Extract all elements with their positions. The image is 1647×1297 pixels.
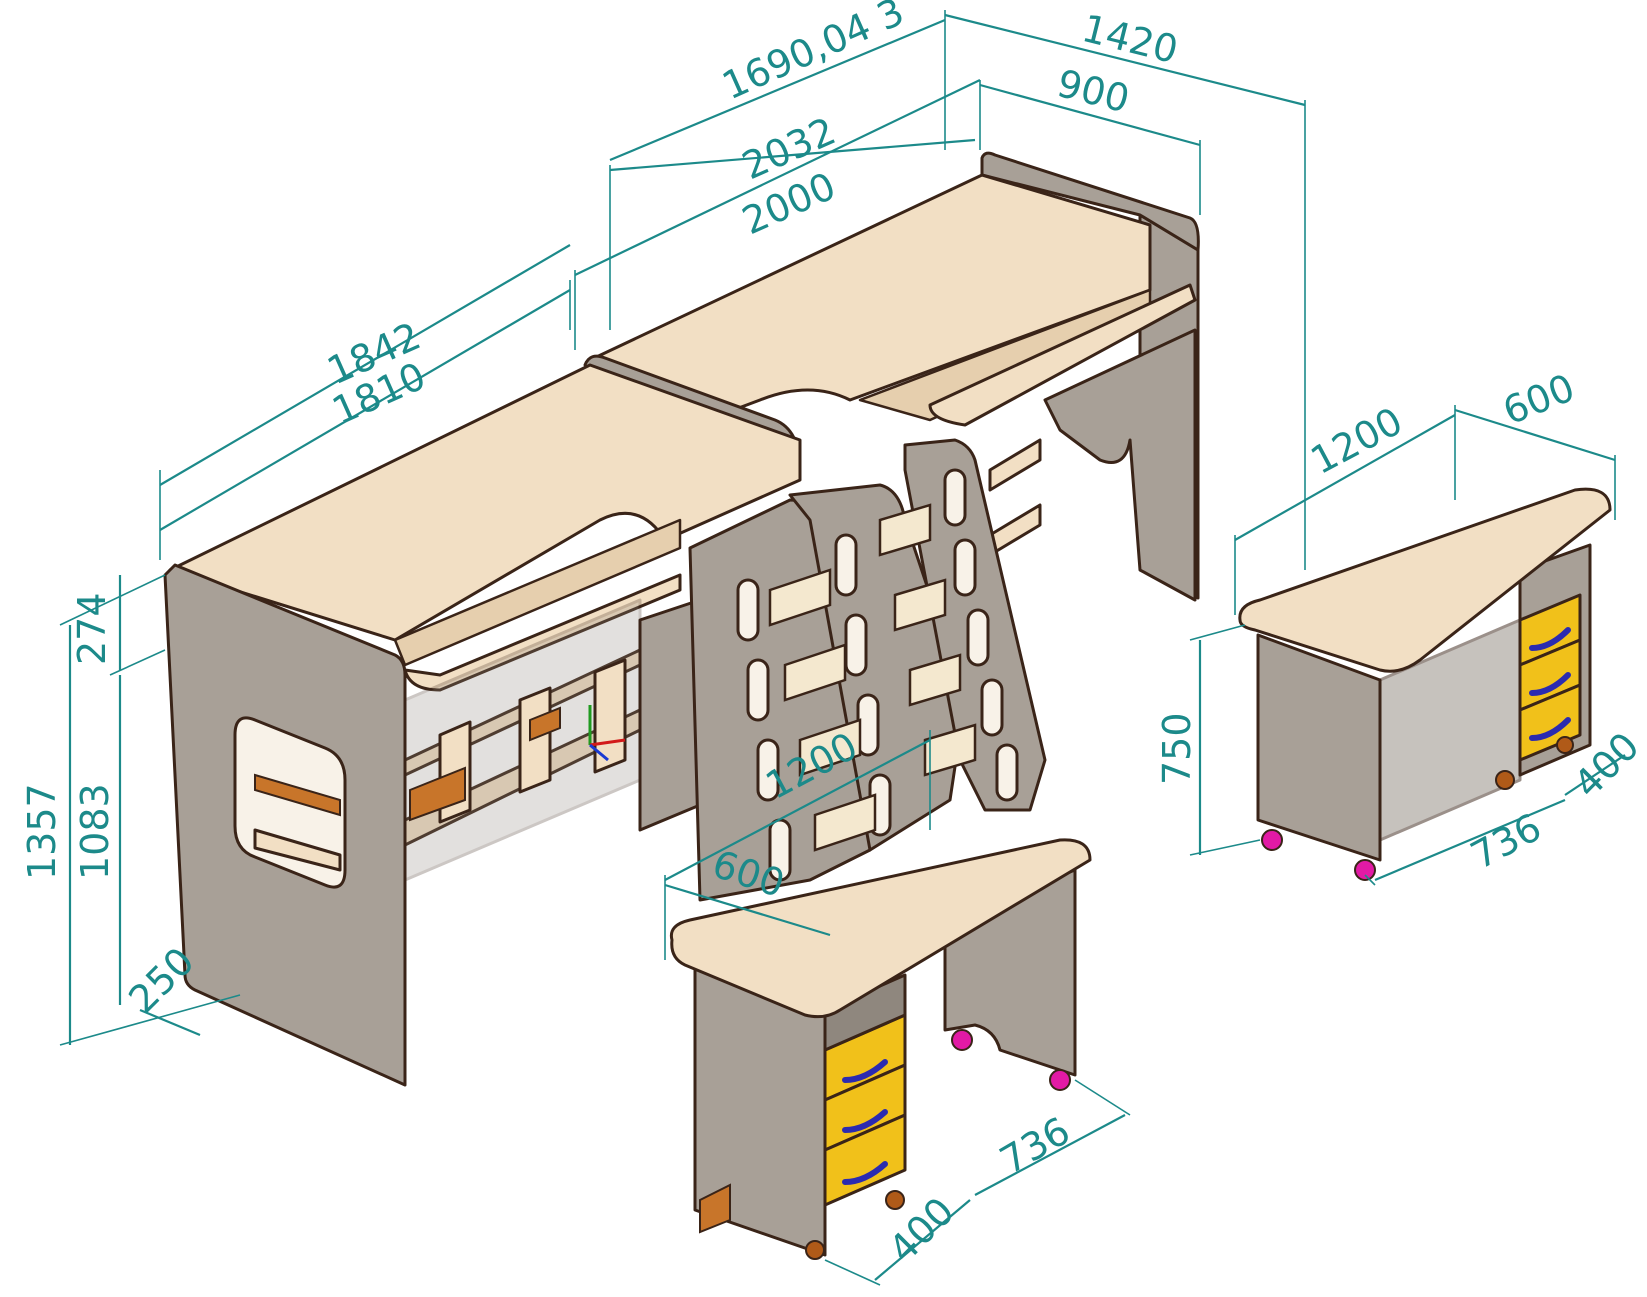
lower-bed-frame: [163, 354, 802, 1087]
dim-750: 750: [1155, 712, 1199, 785]
dim-1690: 1690,04 3: [716, 0, 911, 108]
dim-1357: 1357: [20, 783, 64, 880]
dim-736-left: 736: [993, 1108, 1078, 1182]
ladder-rear: [878, 438, 1047, 812]
dimension-lines: [59, 10, 1626, 1286]
dim-900: 900: [1053, 61, 1134, 121]
ladder-front: [688, 483, 967, 902]
dim-1083: 1083: [73, 783, 117, 880]
dim-736-right: 736: [1464, 805, 1549, 878]
upper-bed-frame: [588, 151, 1200, 602]
dim-600-right: 600: [1497, 365, 1581, 433]
xyz-axis-icon: [588, 705, 626, 762]
dim-274: 274: [70, 592, 114, 665]
desk-right: [1238, 487, 1612, 881]
desk-front: [669, 838, 1092, 1260]
